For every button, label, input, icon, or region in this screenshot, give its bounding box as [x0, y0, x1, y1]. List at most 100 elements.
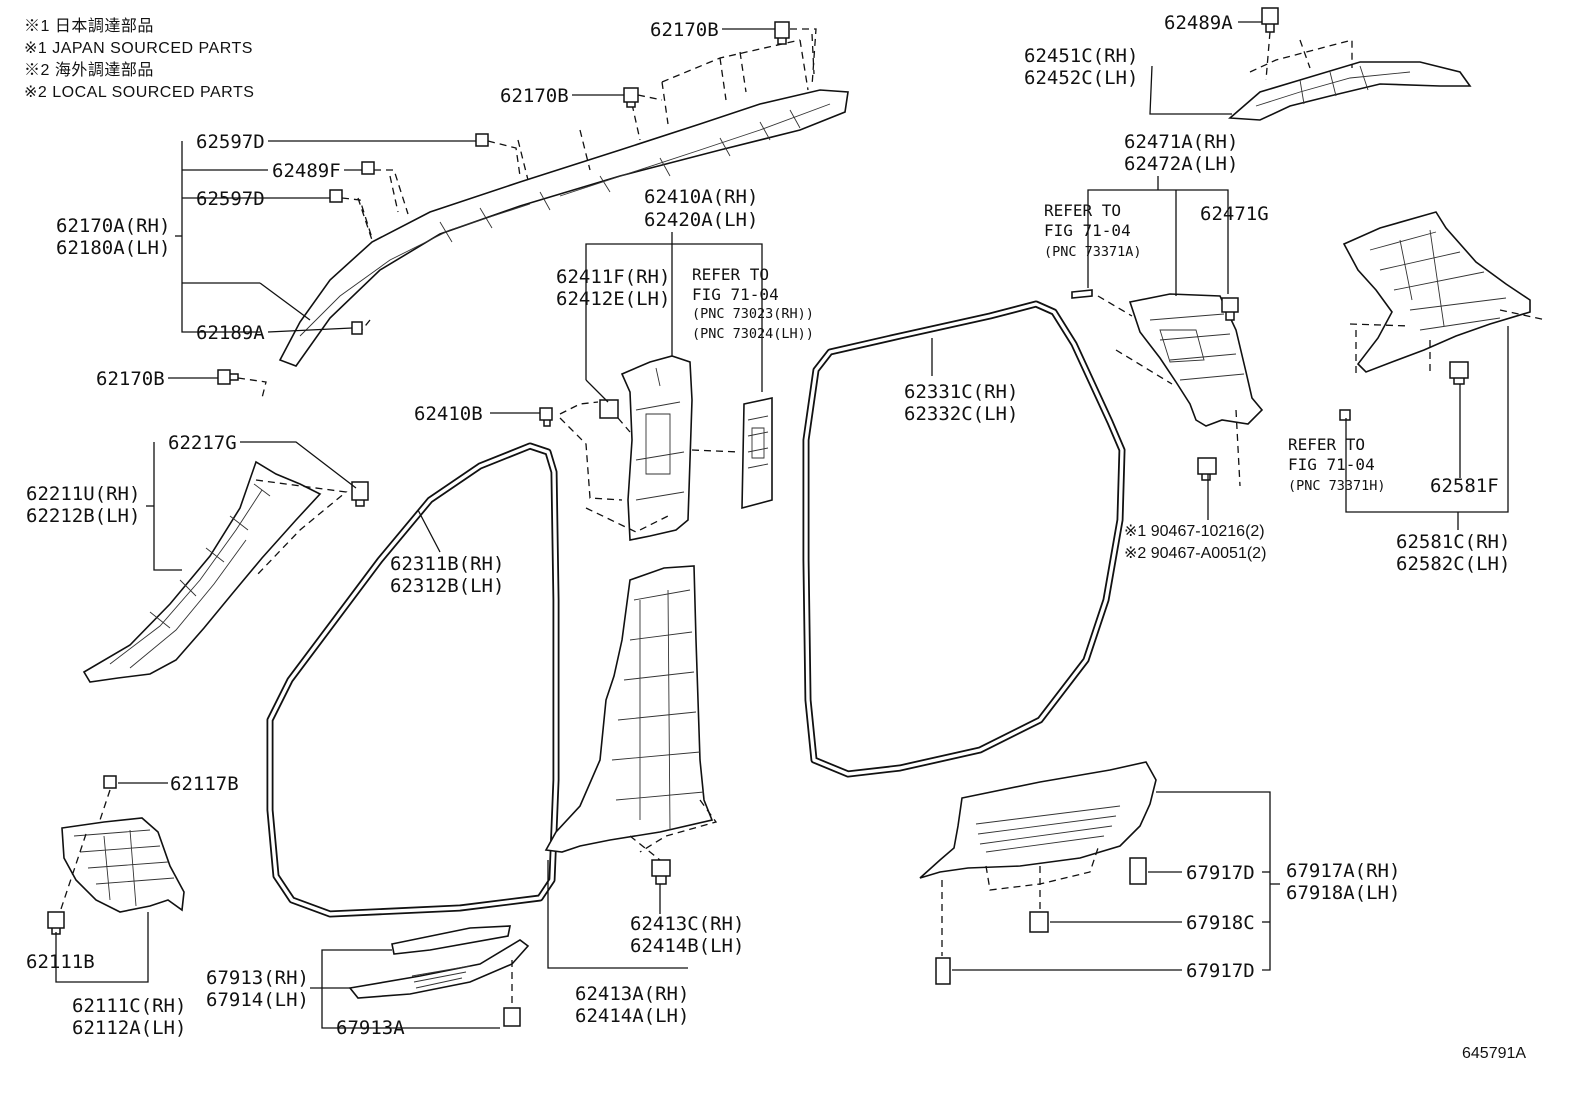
ref-bpillar-line3: (PNC 73023(RH)) [692, 306, 814, 322]
label-62472a: 62472A(LH) [1124, 153, 1238, 175]
rear-scuff-plate-drawing [919, 761, 1157, 985]
label-62471g: 62471G [1200, 203, 1269, 225]
ref-cpillar-line2: FIG 71-04 [1044, 221, 1131, 240]
note-line-2: ※1 JAPAN SOURCED PARTS [24, 40, 253, 57]
label-62414b: 62414B(LH) [630, 935, 744, 957]
label-62410b: 62410B [414, 403, 483, 425]
rear-door-weatherstrip [802, 300, 1126, 778]
labels-center-pillar-upper: 62410A(RH) 62420A(LH) 62411F(RH) 62412E(… [414, 186, 814, 425]
labels-rear-weatherstrip: 62331C(RH) 62332C(LH) [904, 381, 1018, 425]
label-62112a: 62112A(LH) [72, 1017, 186, 1039]
label-62414a: 62414A(LH) [575, 1005, 689, 1027]
ref-dpillar-line3: (PNC 73371H) [1288, 478, 1386, 494]
label-62420a: 62420A(LH) [644, 209, 758, 231]
label-62411f: 62411F(RH) [556, 266, 670, 288]
clip-icons-upper [217, 21, 790, 385]
ref-cpillar-line3: (PNC 73371A) [1044, 244, 1142, 260]
label-67913a: 67913A [336, 1017, 405, 1039]
note-line-3: ※2 海外調達部品 [24, 61, 154, 79]
label-62170b-low: 62170B [96, 368, 165, 390]
label-62117b: 62117B [170, 773, 239, 795]
label-62170b-mid: 62170B [500, 85, 569, 107]
label-67917a: 67917A(RH) [1286, 860, 1400, 882]
labels-front-weatherstrip: 62311B(RH) 62312B(LH) [390, 553, 504, 597]
label-62332c: 62332C(LH) [904, 403, 1018, 425]
leaders-roof-garnish [168, 28, 817, 399]
ref-dpillar-line2: FIG 71-04 [1288, 455, 1375, 474]
label-62582c: 62582C(LH) [1396, 553, 1510, 575]
label-62489a: 62489A [1164, 12, 1233, 34]
quarter-pillar-garnish-drawing [1071, 289, 1264, 487]
leaders-center-pillar-upper [490, 232, 763, 414]
leaders-quarter-pillar [1087, 176, 1229, 520]
label-62581f: 62581F [1430, 475, 1499, 497]
figure-code: 645791A [1462, 1045, 1526, 1062]
label-67918c: 67918C [1186, 912, 1255, 934]
center-pillar-upper-drawing [539, 355, 773, 541]
label-62412e: 62412E(LH) [556, 288, 670, 310]
label-90467-2: ※2 90467-A0051(2) [1124, 545, 1266, 562]
label-62597d-2: 62597D [196, 188, 265, 210]
label-62597d-1: 62597D [196, 131, 265, 153]
note-line-1: ※1 日本調達部品 [24, 17, 154, 35]
labels-rear-scuff: 67917D 67918C 67917D 67917A(RH) 67918A(L… [1186, 860, 1400, 982]
leaders-front-pillar [146, 441, 357, 571]
ref-cpillar-line1: REFER TO [1044, 201, 1121, 220]
label-67917d-1: 67917D [1186, 862, 1255, 884]
front-scuff-plate-drawing [348, 925, 530, 1027]
label-62170b-top: 62170B [650, 19, 719, 41]
label-62212b: 62212B(LH) [26, 505, 140, 527]
label-62331c: 62331C(RH) [904, 381, 1018, 403]
label-62489f: 62489F [272, 160, 341, 182]
roof-side-garnish-drawing [278, 33, 849, 367]
label-62170a: 62170A(RH) [56, 215, 170, 237]
label-67913: 67913(RH) [206, 967, 309, 989]
leaders-cowl [55, 782, 168, 983]
label-62189a: 62189A [196, 322, 265, 344]
label-62413a: 62413A(RH) [575, 983, 689, 1005]
labels-roof-inner: 62489A 62451C(RH) 62452C(LH) [1024, 12, 1233, 89]
ref-bpillar-line1: REFER TO [692, 265, 769, 284]
label-62211u: 62211U(RH) [26, 483, 140, 505]
leaders-front-scuff [310, 949, 500, 1029]
leaders-rear-scuff [952, 791, 1280, 971]
label-67918a: 67918A(LH) [1286, 882, 1400, 904]
center-pillar-lower-drawing [544, 565, 718, 885]
label-62410a: 62410A(RH) [644, 186, 758, 208]
labels-quarter-pillar: 62471A(RH) 62472A(LH) REFER TO FIG 71-04… [1044, 131, 1269, 562]
labels-cowl: 62117B 62111B 62111C(RH) 62112A(LH) [26, 773, 239, 1039]
label-62111c: 62111C(RH) [72, 995, 186, 1017]
label-62180a: 62180A(LH) [56, 237, 170, 259]
labels-center-pillar-lower: 62413C(RH) 62414B(LH) 62413A(RH) 62414A(… [575, 913, 744, 1027]
leaders-rear-quarter [1345, 326, 1509, 530]
ref-bpillar-line2: FIG 71-04 [692, 285, 779, 304]
label-62111b: 62111B [26, 951, 95, 973]
leaders-roof-inner [1149, 21, 1271, 115]
label-90467-1: ※1 90467-10216(2) [1124, 523, 1265, 540]
sourcing-notes: ※1 日本調達部品 ※1 JAPAN SOURCED PARTS ※2 海外調達… [24, 17, 254, 101]
leaders-center-pillar-lower [547, 860, 688, 969]
label-62413c: 62413C(RH) [630, 913, 744, 935]
label-62452c: 62452C(LH) [1024, 67, 1138, 89]
labels-roof-garnish: 62170B 62170B 62597D 62489F 62597D 62170… [56, 19, 719, 390]
ref-dpillar-line1: REFER TO [1288, 435, 1365, 454]
label-67914: 67914(LH) [206, 989, 309, 1011]
labels-rear-quarter: REFER TO FIG 71-04 (PNC 73371H) 62581F 6… [1288, 435, 1510, 575]
label-62217g: 62217G [168, 432, 237, 454]
roof-side-inner-garnish-drawing [1228, 7, 1472, 121]
cowl-side-trim-drawing [47, 775, 185, 935]
label-62581c: 62581C(RH) [1396, 531, 1510, 553]
labels-front-scuff: 67913(RH) 67914(LH) 67913A [206, 967, 405, 1039]
label-62311b: 62311B(RH) [390, 553, 504, 575]
labels-front-pillar: 62217G 62211U(RH) 62212B(LH) [26, 432, 237, 527]
label-62312b: 62312B(LH) [390, 575, 504, 597]
rear-quarter-garnish-drawing [1339, 211, 1547, 421]
label-67917d-2: 67917D [1186, 960, 1255, 982]
label-62451c: 62451C(RH) [1024, 45, 1138, 67]
label-62471a: 62471A(RH) [1124, 131, 1238, 153]
note-line-4: ※2 LOCAL SOURCED PARTS [24, 84, 254, 101]
ref-bpillar-line4: (PNC 73024(LH)) [692, 326, 814, 342]
front-door-weatherstrip [266, 442, 560, 918]
front-pillar-garnish-drawing [82, 460, 369, 683]
